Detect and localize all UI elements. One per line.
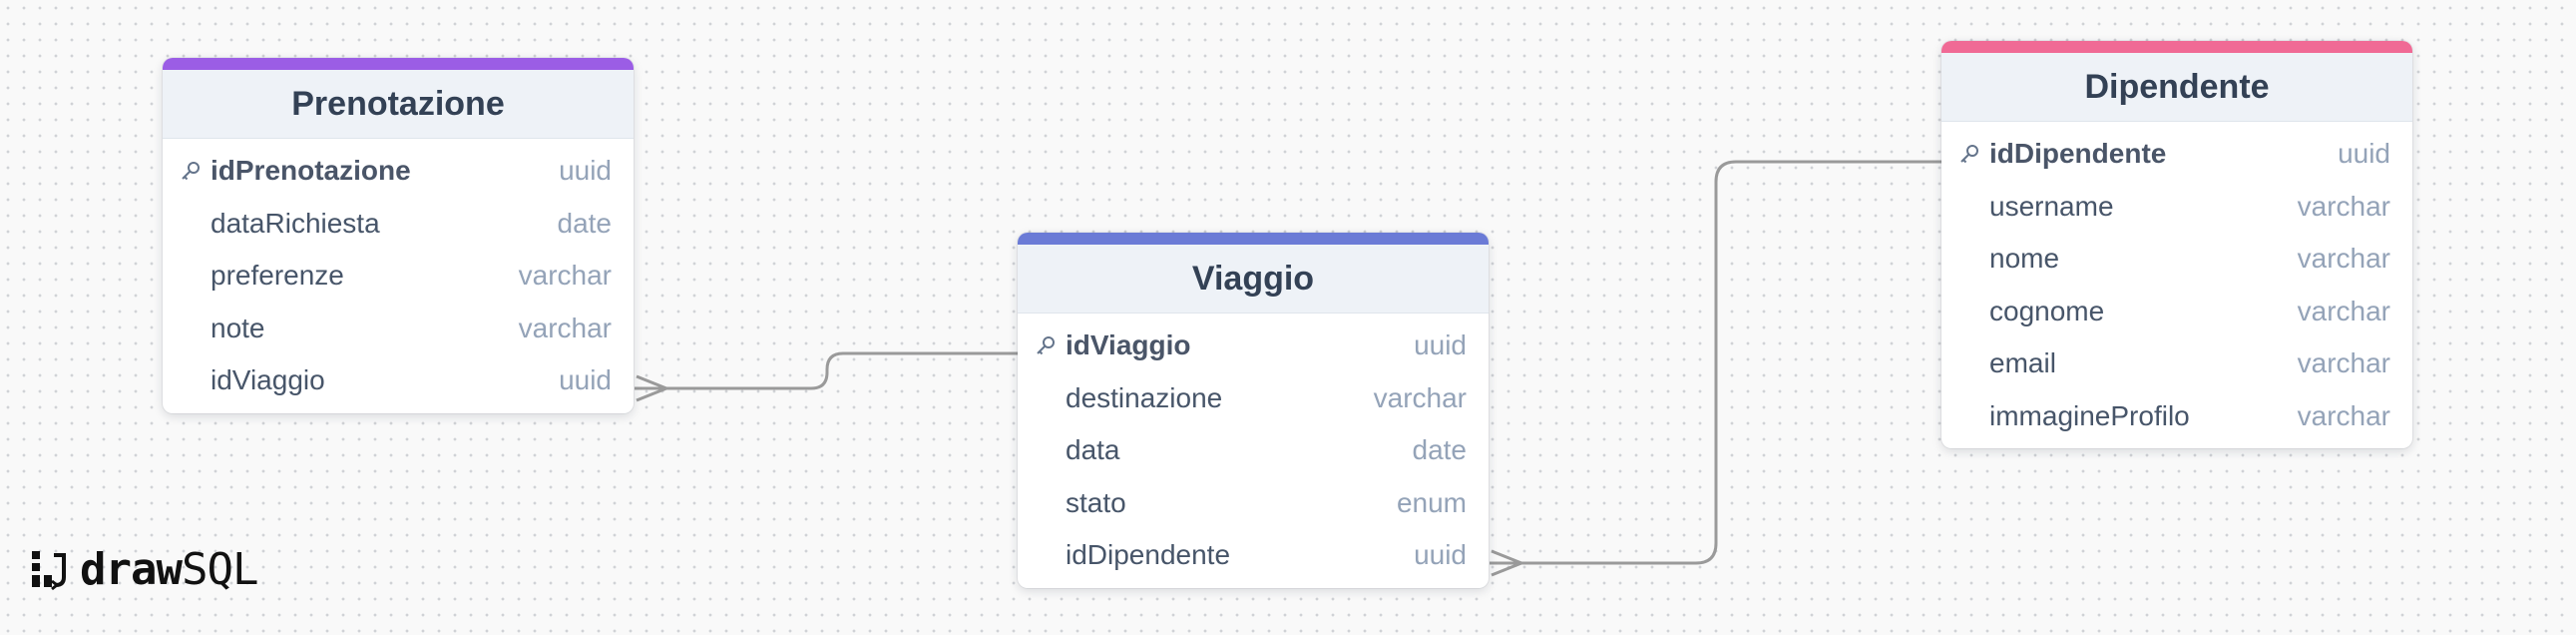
column-row[interactable]: idDipendente uuid [1018, 529, 1489, 582]
table-prenotazione[interactable]: Prenotazione idPrenotazione uuid dataRic… [163, 58, 634, 413]
table-title[interactable]: Dipendente [1941, 53, 2412, 122]
column-type: varchar [2297, 399, 2390, 431]
column-type: date [557, 207, 613, 239]
table-accent-bar [1941, 41, 2412, 53]
column-name: idPrenotazione [211, 155, 411, 187]
column-row[interactable]: idDipendente uuid [1941, 128, 2412, 181]
table-accent-bar [163, 58, 634, 70]
column-row[interactable]: data date [1018, 424, 1489, 477]
column-name: data [1066, 434, 1120, 466]
column-type: varchar [1373, 381, 1467, 413]
column-type: uuid [559, 364, 612, 396]
column-name: preferenze [211, 260, 344, 292]
table-viaggio[interactable]: Viaggio idViaggio uuid destinazione varc… [1018, 233, 1489, 588]
column-row[interactable]: idViaggio uuid [1018, 319, 1489, 372]
column-name: immagineProfilo [1989, 399, 2190, 431]
column-row[interactable]: idViaggio uuid [163, 354, 634, 407]
table-dipendente[interactable]: Dipendente idDipendente uuid username va… [1941, 41, 2412, 448]
column-type: uuid [2338, 138, 2390, 170]
column-name: stato [1066, 486, 1126, 518]
column-row[interactable]: note varchar [163, 303, 634, 355]
column-name: dataRichiesta [211, 207, 380, 239]
column-type: varchar [2297, 347, 2390, 379]
key-icon [1960, 145, 1978, 164]
column-type: varchar [518, 312, 612, 343]
column-type: varchar [2297, 243, 2390, 275]
drawsql-logo-icon [32, 551, 66, 591]
column-type: date [1412, 434, 1468, 466]
column-list: idViaggio uuid destinazione varchar data… [1018, 314, 1489, 588]
column-name: email [1989, 347, 2056, 379]
column-row[interactable]: immagineProfilo varchar [1941, 390, 2412, 443]
column-type: varchar [2297, 190, 2390, 222]
column-name: nome [1989, 243, 2060, 275]
column-row[interactable]: idPrenotazione uuid [163, 145, 634, 198]
key-icon [1037, 336, 1055, 355]
column-name: idDipendente [1989, 138, 2167, 170]
column-row[interactable]: preferenze varchar [163, 250, 634, 303]
column-name: idViaggio [211, 364, 325, 396]
column-row[interactable]: cognome varchar [1941, 286, 2412, 338]
column-row[interactable]: nome varchar [1941, 233, 2412, 286]
column-row[interactable]: username varchar [1941, 181, 2412, 234]
column-name: cognome [1989, 295, 2105, 326]
column-type: uuid [559, 155, 612, 187]
column-name: username [1989, 190, 2114, 222]
crowfoot-many-icon [1491, 549, 1522, 577]
column-name: note [211, 312, 265, 343]
table-accent-bar [1018, 233, 1489, 245]
column-row[interactable]: email varchar [1941, 337, 2412, 390]
column-name: idDipendente [1066, 539, 1231, 571]
column-row[interactable]: stato enum [1018, 477, 1489, 530]
crowfoot-many-icon [636, 374, 667, 402]
table-title[interactable]: Viaggio [1018, 245, 1489, 314]
column-type: uuid [1414, 539, 1467, 571]
column-row[interactable]: destinazione varchar [1018, 372, 1489, 425]
column-type: uuid [1414, 329, 1467, 361]
key-icon [182, 162, 200, 181]
table-title[interactable]: Prenotazione [163, 70, 634, 139]
column-type: varchar [2297, 295, 2390, 326]
column-name: idViaggio [1066, 329, 1191, 361]
column-list: idDipendente uuid username varchar nome … [1941, 122, 2412, 448]
relation-viaggio-dipendente[interactable] [1490, 160, 1941, 565]
column-name: destinazione [1066, 381, 1223, 413]
logo-text-draw: draw [80, 543, 183, 595]
column-list: idPrenotazione uuid dataRichiesta date p… [163, 139, 634, 413]
relation-prenotazione-viaggio[interactable] [635, 351, 1018, 390]
column-type: varchar [518, 260, 612, 292]
column-row[interactable]: dataRichiesta date [163, 198, 634, 251]
column-type: enum [1396, 486, 1467, 518]
logo-text-sql: SQL [181, 543, 258, 595]
